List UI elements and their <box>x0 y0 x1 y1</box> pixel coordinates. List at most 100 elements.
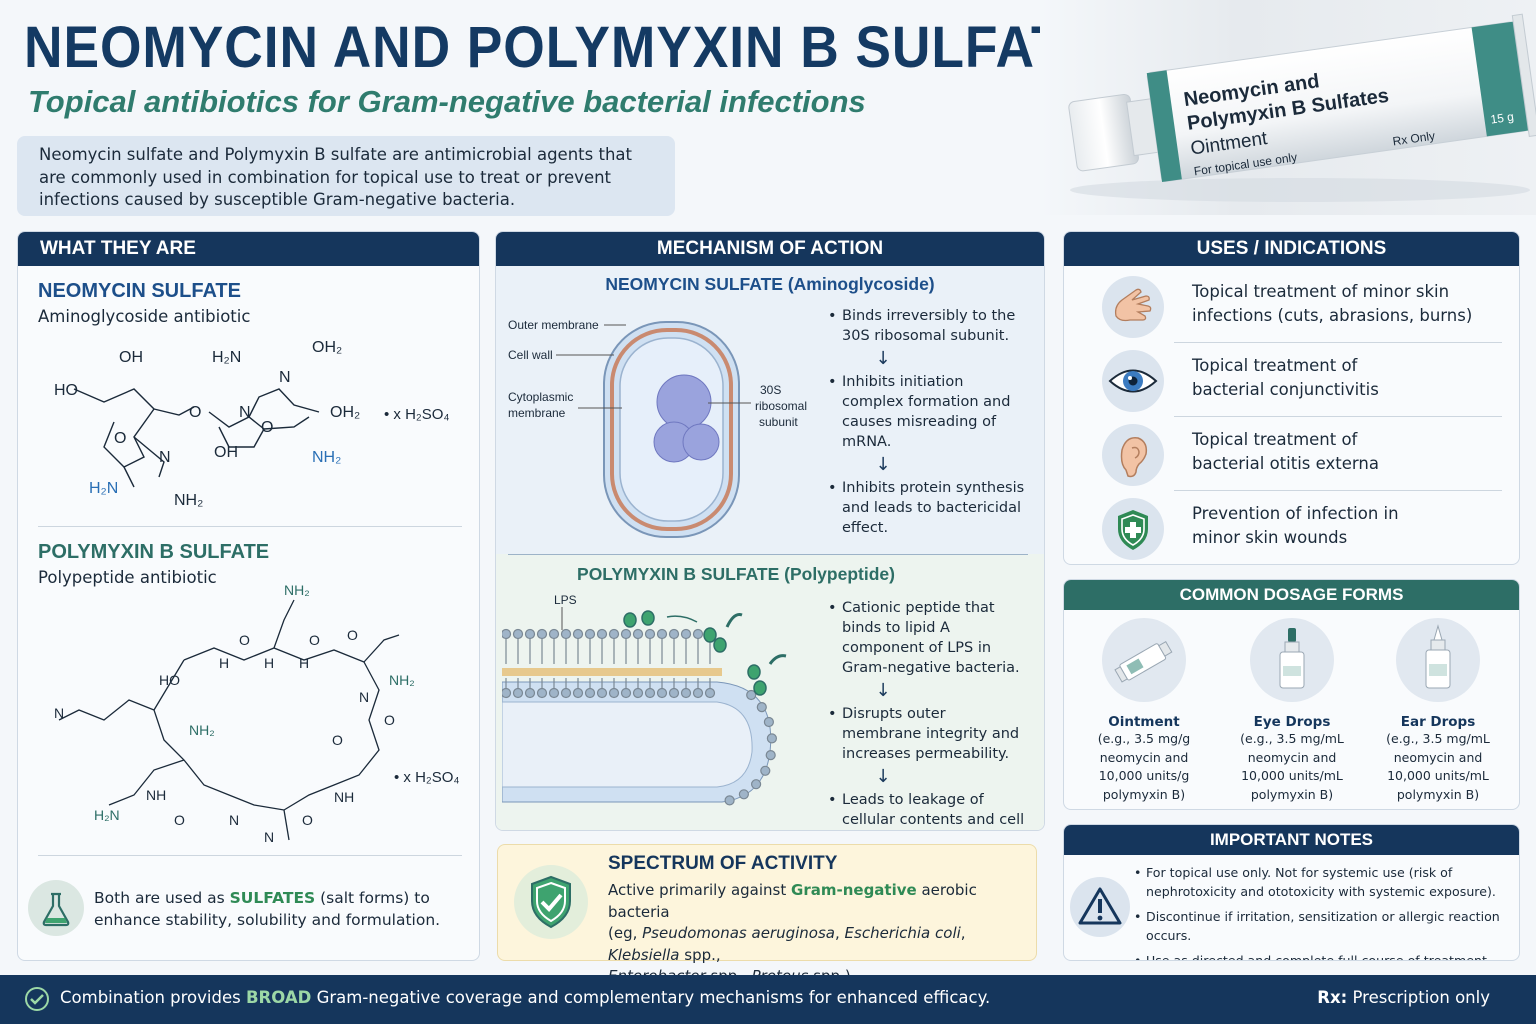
svg-text:HO: HO <box>54 382 78 399</box>
polymyxin-mechanism-title: POLYMYXIN B SULFATE (Polypeptide) <box>577 564 895 584</box>
neomycin-mechanism-title: NEOMYCIN SULFATE (Aminoglycoside) <box>605 274 935 294</box>
dosage-eye-drops: Eye Drops (e.g., 3.5 mg/mL neomycin and … <box>1222 618 1362 804</box>
label-outer-membrane: Outer membrane <box>508 318 599 332</box>
eye-icon <box>1102 350 1164 412</box>
step: Binds irreversibly to the 30S ribosomal … <box>828 306 1028 346</box>
arrow: ↓ <box>875 766 891 787</box>
uses-panel: USES / INDICATIONS Topical treatment of … <box>1063 231 1520 565</box>
svg-text:O: O <box>239 632 250 648</box>
dosage-forms-panel: COMMON DOSAGE FORMS Ointment (e.g., 3.5 … <box>1063 579 1520 810</box>
divider <box>1174 490 1502 491</box>
polymyxin-class: Polypeptide antibiotic <box>38 568 217 587</box>
polymyxin-structure: NH₂ O H H H O O NH₂ N O O NH HO NH₂ N NH… <box>54 582 460 845</box>
step: Cationic peptide that binds to lipid A c… <box>828 598 1028 678</box>
hand-icon <box>1102 276 1164 338</box>
page-subtitle: Topical antibiotics for Gram-negative ba… <box>28 84 866 119</box>
label-30s: 30S <box>760 383 781 397</box>
svg-text:O: O <box>174 812 185 828</box>
svg-text:NH₂: NH₂ <box>189 722 215 738</box>
label-cytoplasmic: Cytoplasmic <box>508 390 573 404</box>
svg-text:H: H <box>219 655 229 671</box>
note-item: For topical use only. Not for systemic u… <box>1134 863 1516 901</box>
polymyxin-title: POLYMYXIN B SULFATE <box>38 541 270 563</box>
sulfates-note: Both are used as SULFATES (salt forms) t… <box>94 889 441 929</box>
footer-bar: Combination provides BROAD Gram-negative… <box>0 975 1536 1024</box>
ointment-tube-image: Neomycin and Polymyxin B Sulfates Ointme… <box>1040 0 1536 215</box>
flask-icon <box>28 880 84 936</box>
polymyxin-steps: Cationic peptide that binds to lipid A c… <box>828 598 1028 830</box>
svg-text:NH: NH <box>146 787 166 803</box>
spectrum-text: Active primarily against Gram-negative a… <box>608 881 977 985</box>
footer-message: Combination provides BROAD Gram-negative… <box>60 988 991 1007</box>
svg-text:H: H <box>264 655 274 671</box>
dosage-forms-heading: COMMON DOSAGE FORMS <box>1064 580 1519 610</box>
dosage-ear-drops: Ear Drops (e.g., 3.5 mg/mL neomycin and … <box>1368 618 1508 804</box>
polymyxin-salt: • x H₂SO₄ <box>394 769 460 786</box>
divider <box>38 855 462 856</box>
divider <box>1174 342 1502 343</box>
svg-text:O: O <box>332 732 343 748</box>
page-title: NEOMYCIN AND POLYMYXIN B SULFATES <box>24 15 1138 80</box>
neomycin-title: NEOMYCIN SULFATE <box>38 280 241 302</box>
warning-icon <box>1070 877 1130 937</box>
svg-text:N: N <box>279 369 291 386</box>
svg-text:NH₂: NH₂ <box>174 492 203 507</box>
svg-text:N: N <box>54 705 64 721</box>
shield-plus-icon <box>1102 498 1164 560</box>
tube-size: 15 g <box>1490 109 1515 126</box>
step: Inhibits protein synthesis and leads to … <box>828 478 1028 538</box>
svg-text:HO: HO <box>159 672 180 688</box>
important-notes-heading: IMPORTANT NOTES <box>1064 825 1519 855</box>
step: Disrupts outer membrane integrity and in… <box>828 704 1028 764</box>
neomycin-class: Aminoglycoside antibiotic <box>38 307 251 326</box>
svg-text:OH₂: OH₂ <box>330 404 360 421</box>
what-they-are-heading: WHAT THEY ARE <box>18 232 479 266</box>
notes-list: For topical use only. Not for systemic u… <box>1134 863 1516 960</box>
svg-text:OH₂: OH₂ <box>312 339 342 356</box>
uses-heading: USES / INDICATIONS <box>1064 232 1519 266</box>
neomycin-structure: OH HO H₂N OH₂ N O N O OH₂ OH N NH₂ H₂N N… <box>54 339 450 507</box>
ointment-tube-icon <box>1102 618 1186 702</box>
neomycin-steps: Binds irreversibly to the 30S ribosomal … <box>828 306 1028 538</box>
label-lps: LPS <box>554 593 577 607</box>
svg-text:O: O <box>261 419 273 436</box>
svg-text:N: N <box>229 812 239 828</box>
step: Inhibits initiation complex formation an… <box>828 372 1028 452</box>
eye-dropper-bottle-icon <box>1250 618 1334 702</box>
dosage-ointment: Ointment (e.g., 3.5 mg/g neomycin and 10… <box>1074 618 1214 804</box>
divider <box>1174 416 1502 417</box>
svg-text:NH₂: NH₂ <box>312 449 341 466</box>
step: Leads to leakage of cellular contents an… <box>828 790 1028 830</box>
divider <box>508 554 1028 555</box>
what-they-are-panel: WHAT THEY ARE NEOMYCIN SULFATE Aminoglyc… <box>17 231 480 961</box>
label-ribosomal: ribosomal <box>755 399 807 413</box>
check-circle-icon <box>24 986 50 1012</box>
spectrum-box: SPECTRUM OF ACTIVITY Active primarily ag… <box>497 844 1037 985</box>
svg-text:H: H <box>299 655 309 671</box>
svg-text:N: N <box>159 449 171 466</box>
label-cell-wall: Cell wall <box>508 348 553 362</box>
svg-text:O: O <box>384 712 395 728</box>
svg-text:OH: OH <box>214 444 238 461</box>
svg-text:H₂N: H₂N <box>94 807 120 823</box>
svg-text:H₂N: H₂N <box>212 349 241 366</box>
note-item: Discontinue if irritation, sensitization… <box>1134 907 1516 945</box>
svg-text:NH₂: NH₂ <box>389 672 415 688</box>
neomycin-salt: • x H₂SO₄ <box>384 406 450 423</box>
svg-text:O: O <box>347 627 358 643</box>
label-membrane: membrane <box>508 406 566 420</box>
svg-text:N: N <box>359 689 369 705</box>
tube-rx: Rx Only <box>1392 129 1436 149</box>
divider <box>38 526 462 527</box>
svg-text:O: O <box>302 812 313 828</box>
svg-text:N: N <box>264 829 274 845</box>
svg-text:NH: NH <box>334 789 354 805</box>
svg-text:N: N <box>239 404 251 421</box>
svg-text:O: O <box>114 430 126 447</box>
bacterial-cell-diagram: Outer membrane Cell wall Cytoplasmic mem… <box>508 318 807 538</box>
intro-box: Neomycin sulfate and Polymyxin B sulfate… <box>17 136 675 216</box>
